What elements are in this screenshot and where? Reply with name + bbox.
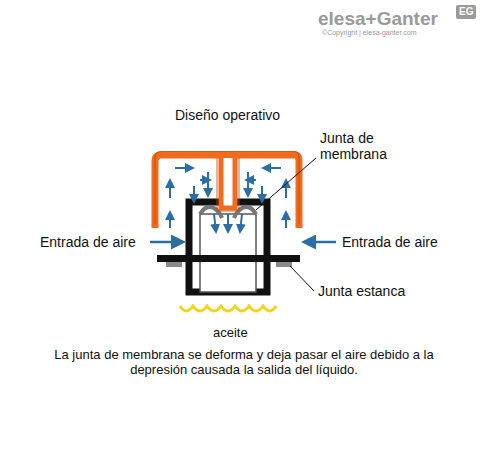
part-label: aceite xyxy=(213,326,248,341)
air-inlet-arrow xyxy=(304,241,336,244)
watermark: ©Copyright | elesa-ganter.com xyxy=(322,29,417,37)
cap-stem-edge xyxy=(217,158,239,211)
inner-cylinder xyxy=(200,214,256,292)
part-label: Entrada de aire xyxy=(342,234,438,250)
title: Diseño operativo xyxy=(175,107,280,123)
cap-stem xyxy=(221,158,235,208)
air-flow-arrows xyxy=(170,168,286,232)
seal xyxy=(166,262,182,267)
leader-line xyxy=(290,266,314,291)
seal xyxy=(276,262,292,267)
logo-badge: EG xyxy=(456,5,476,19)
body-ring xyxy=(189,202,267,292)
caption: La junta de membrana se deforma y deja p… xyxy=(30,348,458,378)
part-label: Junta de membrana xyxy=(320,130,402,162)
oil-surface xyxy=(180,306,276,311)
cap-edge xyxy=(155,152,299,225)
flange xyxy=(157,255,300,262)
part-label: Entrada de aire xyxy=(40,234,136,250)
air-inlet-arrow xyxy=(150,241,183,244)
leader-line xyxy=(256,158,316,210)
part-label: Junta estanca xyxy=(318,283,405,299)
watermark: elesa+Ganter xyxy=(318,8,438,30)
